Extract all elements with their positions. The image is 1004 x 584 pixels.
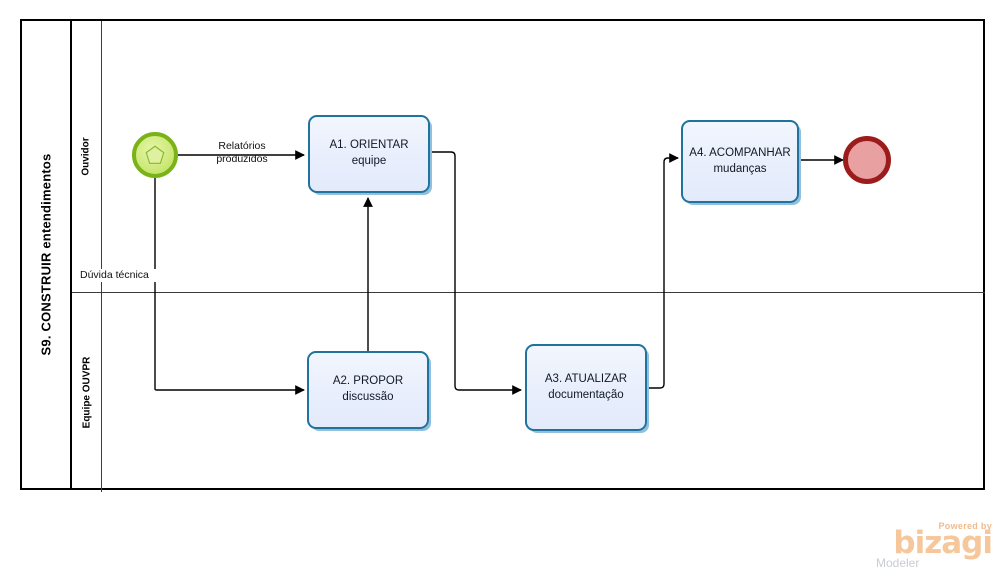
task-a1-orientar-equipe[interactable]: A1. ORIENTAR equipe [308, 115, 430, 193]
task-a1-label: A1. ORIENTAR equipe [329, 139, 409, 167]
task-a4-acompanhar-mudancas[interactable]: A4. ACOMPANHAR mudanças [681, 120, 799, 203]
task-a3-label: A3. ATUALIZAR documentação [544, 372, 628, 401]
pool-title: S9. CONSTRUIR entendimentos [38, 153, 54, 356]
flow-a1-to-a3 [432, 151, 522, 395]
multiple-event-pentagon-icon [145, 145, 165, 164]
flow-label-relatorios-line1: Relatórios [218, 140, 266, 152]
lane-label-ouvidor: Ouvidor [81, 137, 92, 176]
flow-label-duvida-text: Dúvida técnica [80, 269, 149, 281]
flow-start-to-a2 [154, 178, 305, 395]
pool-construir-entendimentos[interactable]: S9. CONSTRUIR entendimentos Ouvidor Equi… [20, 19, 985, 492]
lane-header-ouvidor[interactable]: Ouvidor [72, 21, 102, 292]
flow-label-duvida-tecnica: Dúvida técnica [80, 269, 200, 283]
powered-by-label: Powered by [938, 520, 992, 531]
bizagi-watermark: Powered by bizagi Modeler [872, 520, 993, 570]
lane-label-equipe-ouvpr: Equipe OUVPR [81, 356, 92, 428]
lane-header-equipe-ouvpr[interactable]: Equipe OUVPR [72, 292, 102, 492]
flow-label-relatorios-line2: produzidos [216, 153, 268, 166]
bizagi-product-label: Modeler [876, 556, 920, 570]
flow-label-relatorios-produzidos: Relatórios produzidos [197, 140, 287, 166]
task-a4-label: A4. ACOMPANHAR mudanças [689, 146, 791, 175]
lane-divider [72, 292, 985, 293]
pool-header[interactable]: S9. CONSTRUIR entendimentos [22, 21, 72, 488]
bizagi-logo: bizagi [893, 524, 993, 561]
task-a3-atualizar-documentacao[interactable]: A3. ATUALIZAR documentação [525, 344, 647, 431]
task-a2-propor-discussao[interactable]: A2. PROPOR discussão [307, 351, 429, 429]
task-a2-label: A2. PROPOR discussão [332, 375, 404, 403]
flow-a3-to-a4 [648, 153, 679, 389]
start-event[interactable] [132, 132, 178, 178]
end-event[interactable] [843, 136, 891, 184]
